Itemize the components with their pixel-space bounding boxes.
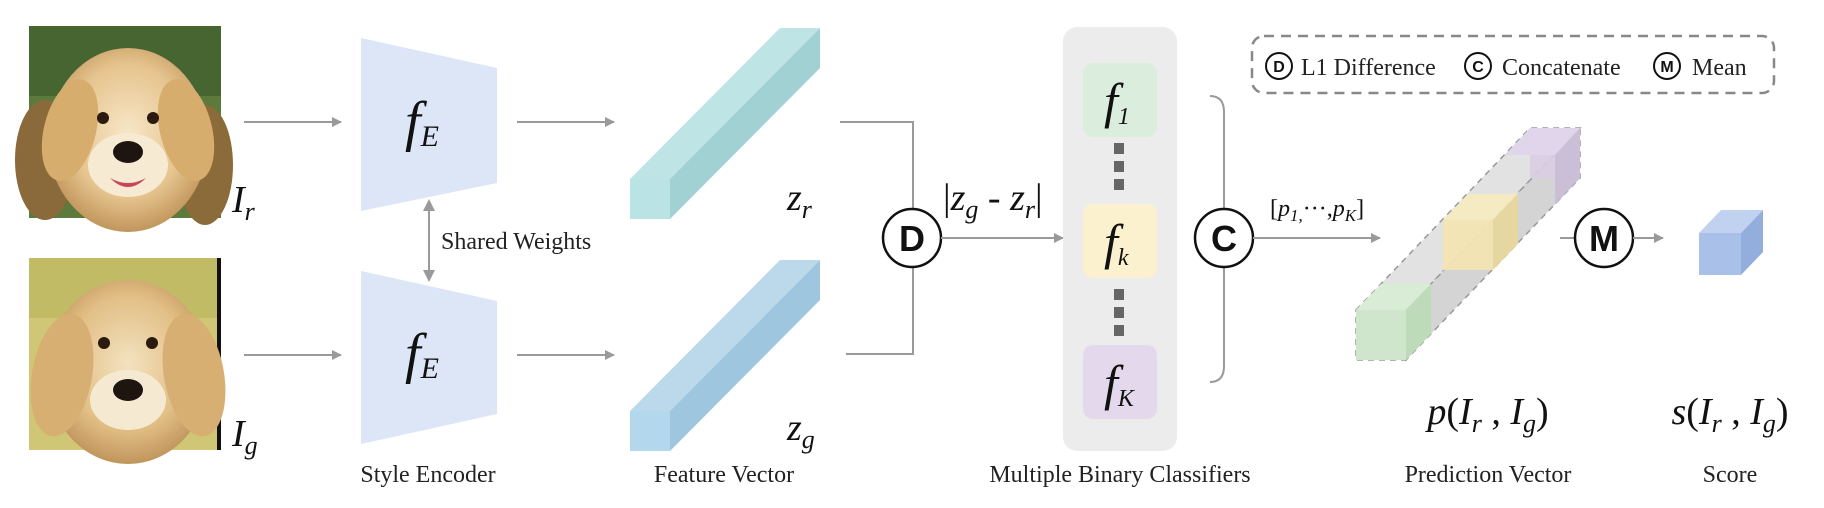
- svg-text:D: D: [1273, 59, 1285, 76]
- classifier-dot: [1114, 307, 1124, 318]
- svg-text:L1 Difference: L1 Difference: [1301, 55, 1436, 81]
- concat-formula: [p1,···,pK]: [1270, 196, 1364, 225]
- style-encoder-caption: Style Encoder: [360, 462, 495, 488]
- classifier-dot: [1114, 143, 1124, 154]
- legend-item-concatenate: C Concatenate: [1464, 52, 1621, 81]
- svg-text:M: M: [1660, 59, 1673, 76]
- classifier-last: fK: [1083, 345, 1157, 419]
- classifier-dot: [1114, 161, 1124, 172]
- svg-text:C: C: [1211, 218, 1237, 259]
- feature-vector-caption: Feature Vector: [654, 462, 794, 488]
- score-caption: Score: [1703, 462, 1758, 488]
- svg-text:Concatenate: Concatenate: [1502, 55, 1621, 81]
- prediction-vector: [1354, 126, 1582, 362]
- classifier-k: fk: [1083, 204, 1157, 278]
- classifier-dot: [1114, 325, 1124, 336]
- generated-image: [29, 258, 226, 464]
- classifier-first: f1: [1083, 63, 1157, 137]
- score-cube: [1699, 210, 1763, 275]
- real-image: [15, 26, 233, 232]
- concatenate-operator: C: [1193, 207, 1255, 269]
- style-encoder-top: [361, 38, 497, 211]
- svg-text:C: C: [1472, 59, 1484, 76]
- classifier-dot: [1114, 179, 1124, 190]
- real-image-label: Ir: [231, 179, 256, 226]
- shared-weights-label: Shared Weights: [441, 229, 591, 255]
- feature-bottom-label: zg: [786, 407, 815, 454]
- legend-item-mean: M Mean: [1653, 52, 1747, 81]
- svg-text:Mean: Mean: [1692, 55, 1747, 81]
- score-formula: s(Ir , Ig): [1671, 391, 1788, 438]
- legend-item-difference: D L1 Difference: [1265, 52, 1436, 81]
- difference-operator: D: [881, 207, 943, 269]
- feature-vector-bottom: [630, 260, 820, 451]
- style-encoder-bottom: [361, 271, 497, 444]
- prediction-formula: p(Ir , Ig): [1424, 391, 1548, 438]
- feature-top-label: zr: [786, 177, 813, 224]
- classifiers-caption: Multiple Binary Classifiers: [989, 462, 1250, 488]
- mean-operator: M: [1573, 207, 1635, 269]
- generated-image-label: Ig: [231, 413, 258, 460]
- svg-text:M: M: [1589, 218, 1619, 259]
- prediction-caption: Prediction Vector: [1405, 462, 1572, 488]
- difference-formula: |zg - zr|: [943, 177, 1043, 224]
- classifier-dot: [1114, 289, 1124, 300]
- svg-text:D: D: [899, 218, 925, 259]
- feature-vector-top: [630, 28, 820, 219]
- legend: D L1 Difference C Concatenate M Mean: [1250, 34, 1776, 95]
- classifier-stack: f1 fk fK: [1083, 63, 1157, 419]
